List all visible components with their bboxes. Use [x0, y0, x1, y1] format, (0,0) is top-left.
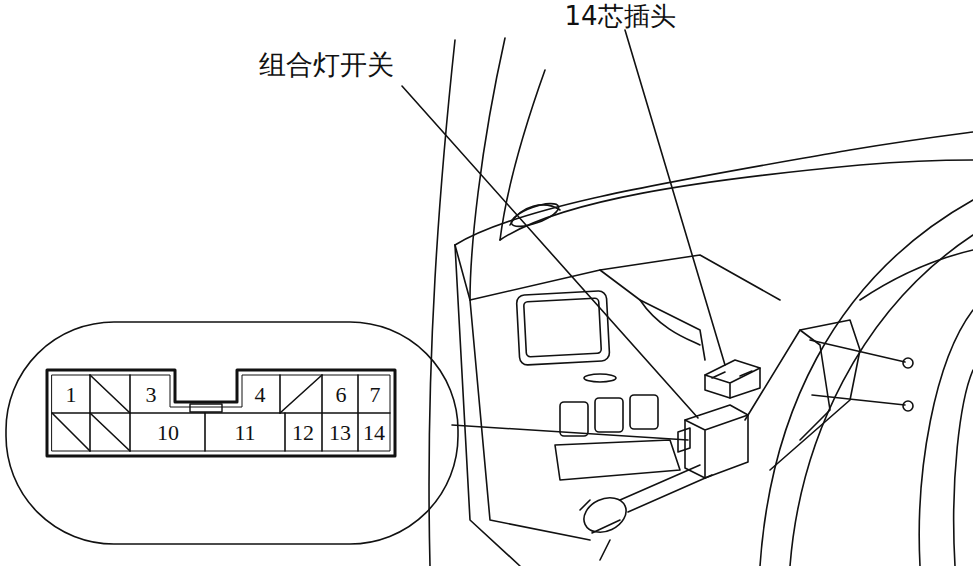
part-name: 组合灯开关 — [259, 51, 394, 78]
pin-number: 4 — [255, 384, 266, 406]
pin-number: 1 — [66, 384, 77, 406]
pin-number: 12 — [292, 422, 314, 444]
pin-number: 10 — [157, 422, 179, 444]
pin-number: 7 — [370, 384, 381, 406]
pin-number: 13 — [329, 422, 351, 444]
pin-number: 6 — [336, 384, 347, 406]
pin-number: 3 — [146, 384, 157, 406]
pin-number: 11 — [234, 422, 255, 444]
pin-number: 14 — [363, 422, 385, 444]
part-name: 14芯插头 — [564, 3, 675, 29]
